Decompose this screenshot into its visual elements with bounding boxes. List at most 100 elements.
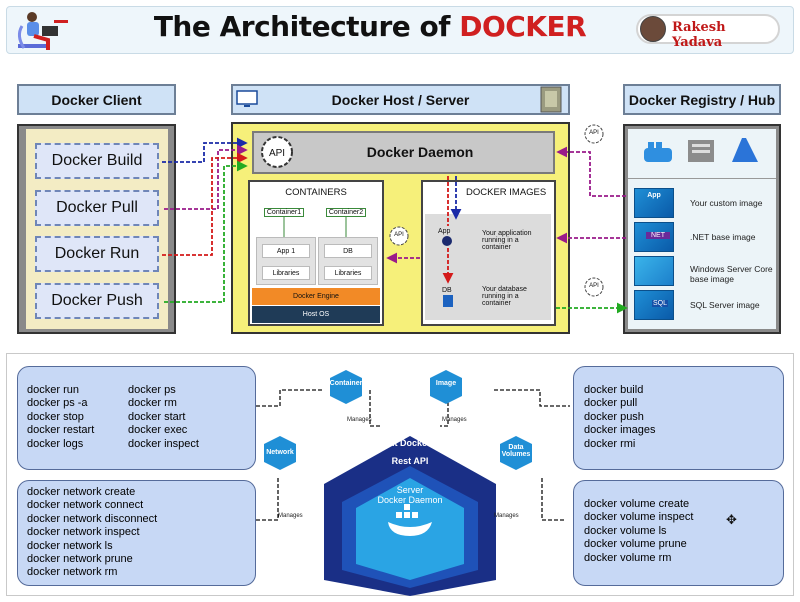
cli-hexagon-diagram: [256, 370, 570, 596]
cmd-line: docker network rm: [27, 566, 118, 579]
data-volumes-hex-label: Data Volumes: [501, 444, 531, 458]
manages-label: Manages: [278, 513, 303, 519]
net-image-badge: NET: [646, 232, 670, 239]
sql-image-badge: SQL: [652, 300, 668, 307]
cmd-line: docker logs: [27, 437, 84, 450]
windows-image-cube-icon: [634, 256, 674, 286]
cmd-line: docker push: [584, 410, 644, 423]
host-header-label: Docker Host / Server: [331, 91, 470, 108]
cmd-line: docker ps: [128, 384, 176, 396]
docker-daemon-bar: [252, 131, 555, 174]
cmd-line: docker volume inspect: [584, 511, 694, 524]
image-commands: docker build docker pull docker push doc…: [584, 384, 656, 451]
manages-label: Manages: [347, 417, 372, 423]
cmd-line: docker start: [128, 410, 186, 423]
registry-divider: [628, 178, 776, 179]
container1-libraries: Libraries: [262, 266, 310, 280]
registry-header: Docker Registry / Hub: [623, 84, 781, 115]
image-hex-label: Image: [435, 380, 457, 387]
registry-logos-icon: [644, 138, 758, 162]
image-db-label: DB: [442, 287, 452, 294]
custom-image-label: Your custom image: [690, 198, 763, 208]
docker-pull-button: Docker Pull: [35, 190, 159, 226]
rest-api-label: Rest API: [391, 456, 429, 466]
cmd-line: docker volume rm: [584, 551, 672, 564]
app-image-icon: [442, 236, 452, 246]
client-header: Docker Client: [17, 84, 176, 115]
top-flow-arrows: [162, 124, 628, 314]
host-header: Docker Host / Server: [231, 84, 570, 115]
image-app-desc: Your application running in a container: [482, 230, 532, 251]
volume-commands: docker volume create docker volume inspe…: [584, 498, 693, 565]
api-registry-gear-label: API: [589, 130, 599, 136]
author-name: Rakesh Yadava: [672, 20, 726, 50]
manages-label: Manages: [442, 417, 467, 423]
container-connectors: [283, 217, 347, 237]
cmd-line: docker exec: [128, 424, 188, 437]
db-label: DB: [324, 244, 372, 258]
page-title: The Architecture of DOCKER: [153, 10, 587, 43]
net-image-label: .NET base image: [690, 232, 756, 242]
cmd-line: docker network disconnect: [27, 512, 158, 525]
cmd-line: docker network inspect: [27, 526, 140, 539]
cmd-line: docker network ls: [27, 539, 113, 552]
cmd-line: docker volume prune: [584, 538, 687, 551]
docker-push-button: Docker Push: [35, 283, 159, 319]
container2-label: Container2: [326, 208, 366, 217]
cmd-line: docker network prune: [27, 553, 133, 566]
cmd-line: docker network create: [27, 486, 136, 498]
image-app-label: App: [438, 228, 451, 235]
avatar: [640, 16, 666, 42]
custom-image-cube-icon: [634, 188, 674, 218]
cmd-line: docker rm: [128, 397, 177, 410]
cmd-line: docker restart: [27, 424, 95, 437]
network-commands-box: [17, 480, 256, 586]
docker-run-button: Docker Run: [35, 236, 159, 272]
cmd-line: docker build: [584, 384, 644, 396]
network-commands: docker network create docker network con…: [27, 486, 157, 580]
container-commands-left: docker run docker ps -a docker stop dock…: [27, 384, 94, 451]
containers-title: CONTAINERS: [285, 187, 347, 198]
cmd-line: docker network connect: [27, 499, 144, 512]
custom-image-badge: App: [647, 192, 661, 199]
server-photo-icon: [540, 86, 562, 113]
container-hex-label: Container: [329, 380, 363, 387]
server-daemon-label: Docker Daemon: [377, 495, 443, 505]
cmd-line: docker run: [27, 384, 79, 396]
app1-label: App 1: [262, 244, 310, 258]
volume-commands-box: [573, 480, 784, 586]
cmd-line: docker stop: [27, 410, 84, 423]
manages-label: Manages: [494, 513, 519, 519]
docker-engine-bar: Docker Engine: [252, 288, 380, 305]
client-cli-label: Client Docker CLI: [372, 438, 448, 448]
cmd-line: docker inspect: [128, 437, 199, 450]
docker-daemon-label: Docker Daemon: [366, 144, 474, 160]
image-commands-box: [573, 366, 784, 470]
api-images-gear-label: API: [394, 232, 404, 238]
api-gear-label: API: [269, 148, 285, 159]
container2-libraries: Libraries: [324, 266, 372, 280]
cmd-line: docker images: [584, 424, 656, 437]
host-os-bar: Host OS: [252, 306, 380, 323]
monitor-icon: [236, 90, 258, 107]
sql-image-label: SQL Server image: [690, 300, 760, 310]
docker-images-title: DOCKER IMAGES: [466, 187, 547, 198]
container-commands-right: docker ps docker rm docker start docker …: [128, 384, 199, 451]
api-push-gear-label: API: [589, 283, 599, 289]
cmd-line: docker volume create: [584, 498, 690, 510]
image-db-desc: Your database running in a container: [482, 286, 527, 307]
windows-image-label: Windows Server Core base image: [690, 264, 773, 284]
cmd-line: docker rmi: [584, 437, 636, 450]
container1-label: Container1: [264, 208, 304, 217]
cmd-line: docker volume ls: [584, 524, 667, 537]
developer-illustration-icon: [17, 12, 68, 50]
db-image-icon: [443, 295, 453, 307]
cmd-line: docker pull: [584, 397, 638, 410]
container-commands-box: [17, 366, 256, 470]
server-label: Server: [396, 485, 424, 495]
docker-build-button: Docker Build: [35, 143, 159, 179]
api-gear-icon: API: [261, 136, 293, 168]
network-hex-label: Network: [266, 449, 294, 456]
move-cursor-icon: ✥: [726, 512, 737, 527]
cmd-line: docker ps -a: [27, 397, 88, 410]
